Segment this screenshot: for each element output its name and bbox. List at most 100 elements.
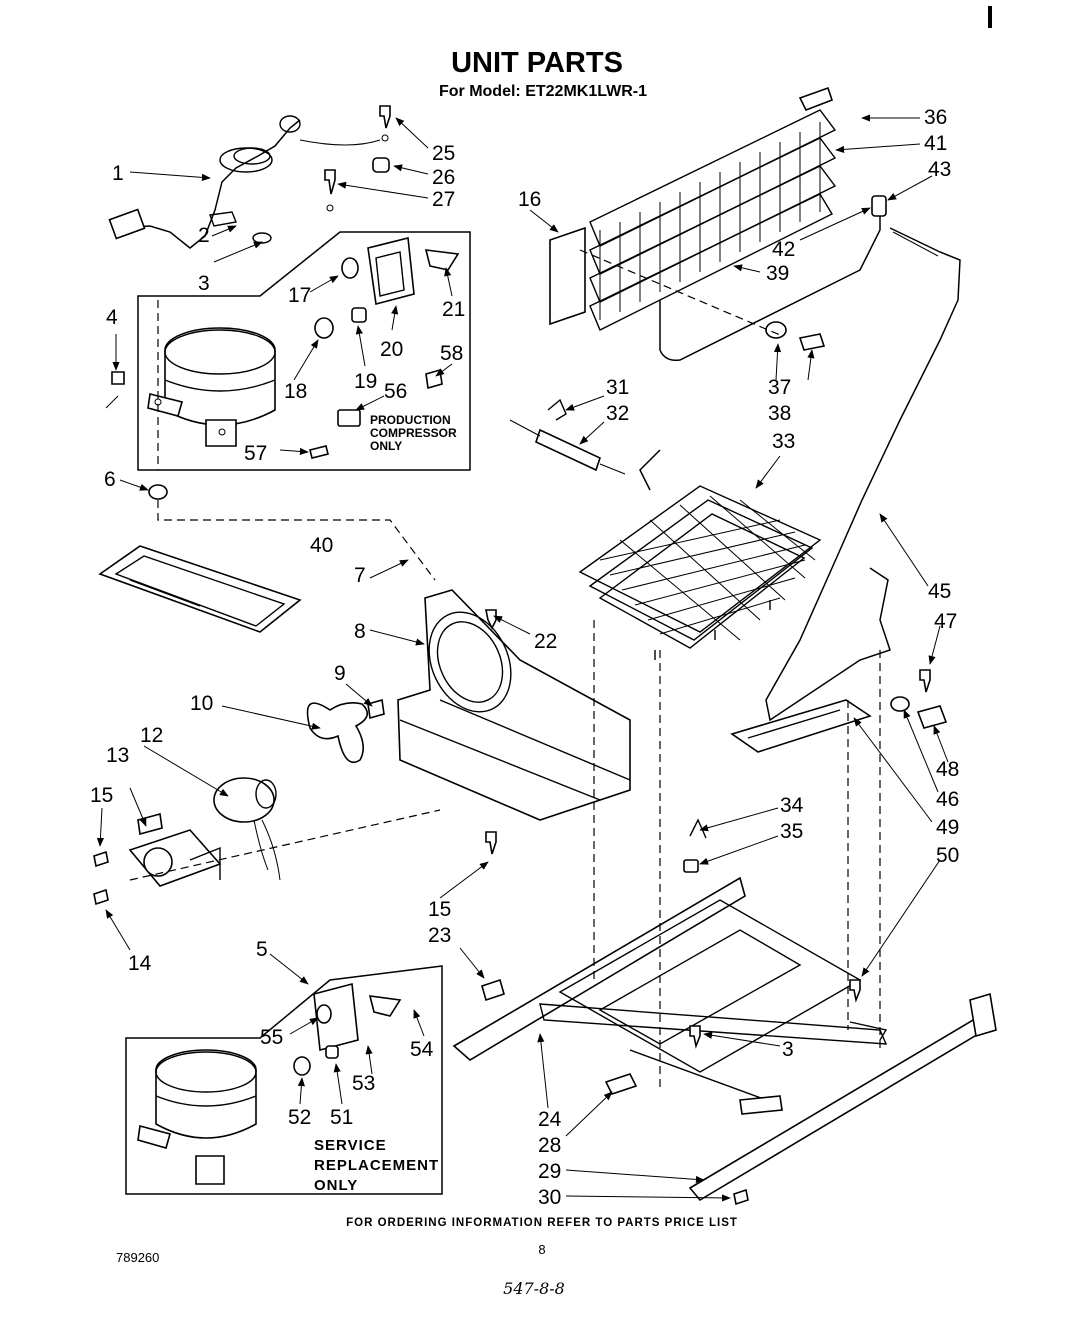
callout-21: 21: [442, 298, 465, 321]
callout-49: 49: [936, 816, 959, 839]
production-note-line-2: COMPRESSOR: [370, 426, 457, 440]
grommet-6: [148, 484, 168, 500]
callout-41: 41: [924, 132, 947, 155]
callout-22: 22: [534, 630, 557, 653]
production-compressor-box: [137, 231, 471, 471]
fan-motor: [213, 777, 281, 881]
callout-23: 23: [428, 924, 451, 947]
clip-37: [765, 321, 787, 339]
callout-38: 38: [768, 402, 791, 425]
callout-39: 39: [766, 262, 789, 285]
callout-25: 25: [432, 142, 455, 165]
screw-3-base: [689, 1025, 701, 1049]
production-note-line-1: PRODUCTION: [370, 413, 451, 427]
callout-15: 15: [90, 784, 113, 807]
compressor: [147, 327, 276, 447]
callout-33: 33: [772, 430, 795, 453]
callout-28: 28: [538, 1134, 561, 1157]
callout-7: 7: [354, 564, 366, 587]
callout-51: 51: [330, 1106, 353, 1129]
clip-23: [481, 978, 505, 1002]
screw-47: [919, 669, 931, 693]
clip-35: [683, 859, 699, 873]
callout-20: 20: [380, 338, 403, 361]
callout-50: 50: [936, 844, 959, 867]
callout-9: 9: [334, 662, 346, 685]
production-note-line-3: ONLY: [370, 439, 402, 453]
drier-43: [871, 195, 887, 217]
callout-13: 13: [106, 744, 129, 767]
screw-50: [849, 979, 861, 1003]
callout-labels: 1 2 3 4 5 6 7 8 9 10 12 13 14 15 15 16 1…: [90, 106, 959, 1209]
screw-25: [379, 105, 391, 142]
callout-12: 12: [140, 724, 163, 747]
callout-54: 54: [410, 1038, 434, 1061]
page-title: UNIT PARTS: [451, 47, 623, 79]
clip-34: [689, 818, 707, 839]
screw-15b: [485, 831, 497, 855]
fan-blade: [306, 702, 369, 764]
fan-shroud: [397, 589, 631, 821]
callout-10: 10: [190, 692, 213, 715]
screw-30: [733, 1188, 749, 1206]
callout-46: 46: [936, 788, 959, 811]
relay-overload-parts: [105, 237, 460, 459]
callout-29: 29: [538, 1160, 561, 1183]
service-relay-parts: [293, 982, 402, 1076]
evaporator: [578, 449, 822, 660]
service-note-line-1: SERVICE: [314, 1137, 387, 1154]
clip-9: [367, 698, 385, 720]
callout-52: 52: [288, 1106, 311, 1129]
service-note-line-3: ONLY: [314, 1177, 358, 1194]
tube-clamp-31: [547, 398, 567, 421]
callout-53: 53: [352, 1072, 375, 1095]
service-replacement-note: SERVICE REPLACEMENT ONLY: [314, 1137, 439, 1194]
callout-1: 1: [112, 162, 124, 185]
callout-4: 4: [106, 306, 118, 329]
callout-36: 36: [924, 106, 947, 129]
callout-6: 6: [104, 468, 116, 491]
ordering-info: FOR ORDERING INFORMATION REFER TO PARTS …: [346, 1217, 738, 1229]
leader-lines: [96, 114, 949, 1202]
callout-3: 3: [198, 272, 210, 295]
callout-34: 34: [780, 794, 804, 817]
service-note-line-2: REPLACEMENT: [314, 1157, 439, 1174]
screw-15: [93, 850, 109, 868]
callout-45: 45: [928, 580, 951, 603]
callout-15b: 15: [428, 898, 451, 921]
handwritten-note: 547-8-8: [503, 1279, 565, 1298]
callout-2: 2: [198, 224, 210, 247]
drain-pan: [98, 545, 302, 633]
callout-47: 47: [934, 610, 957, 633]
drain-trough: [730, 699, 872, 753]
callout-3b: 3: [782, 1038, 794, 1061]
condenser-coil: [549, 86, 881, 362]
clip-38: [798, 333, 826, 351]
callout-16: 16: [518, 188, 541, 211]
callout-35: 35: [780, 820, 803, 843]
callout-56: 56: [384, 380, 407, 403]
callout-31: 31: [606, 376, 629, 399]
heat-exchanger-tube: [765, 227, 961, 722]
defrost-heater-32: [509, 419, 626, 475]
callout-37: 37: [768, 376, 791, 399]
screw-27: [324, 169, 336, 212]
clip-28: [604, 1073, 638, 1095]
page-number: 8: [538, 1242, 545, 1257]
callout-43: 43: [928, 158, 951, 181]
model-number: For Model: ET22MK1LWR-1: [439, 83, 647, 100]
power-cord-assembly: [108, 115, 381, 249]
callout-40: 40: [310, 534, 333, 557]
callout-18: 18: [284, 380, 307, 403]
clip-26: [372, 157, 390, 173]
service-replacement-box: [125, 965, 443, 1195]
callout-27: 27: [432, 188, 455, 211]
callout-58: 58: [440, 342, 463, 365]
callout-32: 32: [606, 402, 629, 425]
callout-5: 5: [256, 938, 268, 961]
base-frame: [452, 876, 997, 1202]
callout-30: 30: [538, 1186, 561, 1209]
callout-8: 8: [354, 620, 366, 643]
production-compressor-note: PRODUCTION COMPRESSOR ONLY: [370, 413, 457, 453]
